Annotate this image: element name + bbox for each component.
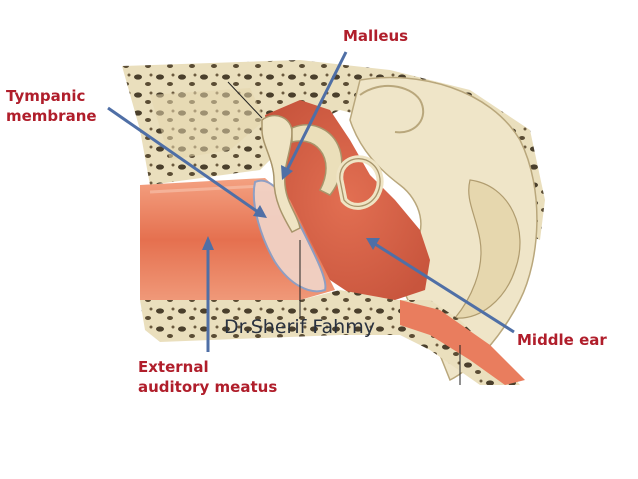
label-external-auditory-meatus: External auditory meatus (138, 357, 277, 397)
author-watermark: Dr.Sherif Fahmy (224, 316, 375, 338)
label-middle-ear: Middle ear (517, 330, 607, 350)
label-tympanic-membrane: Tympanic membrane (6, 86, 97, 126)
label-malleus: Malleus (343, 26, 408, 46)
